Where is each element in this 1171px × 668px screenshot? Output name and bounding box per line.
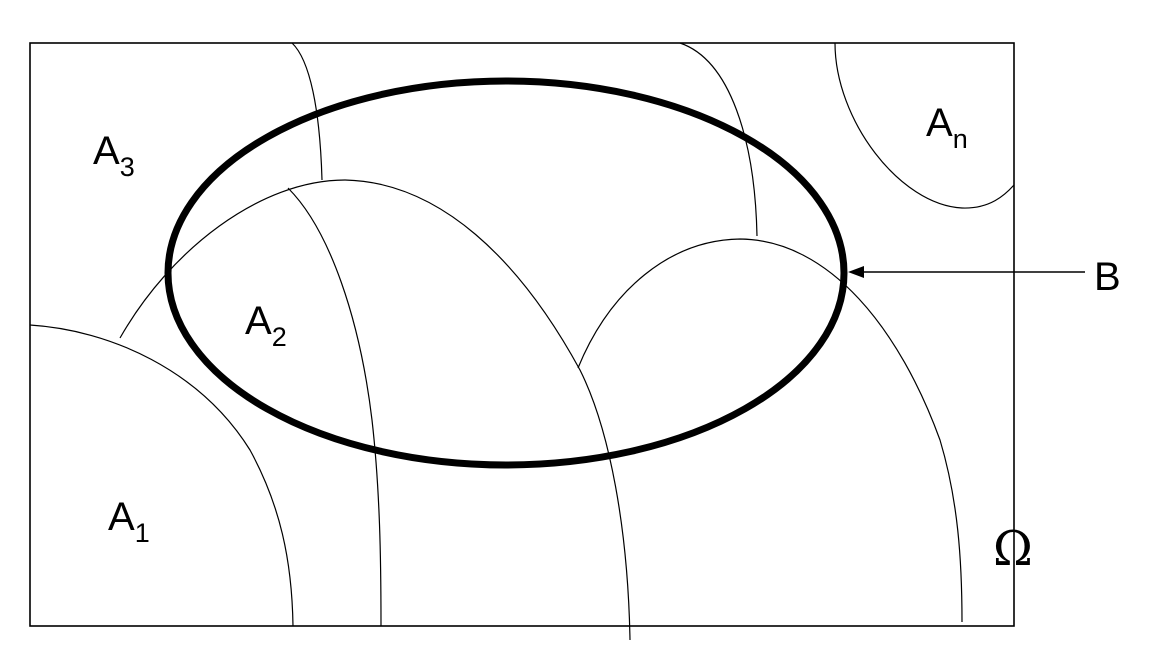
- label-a3: A3: [93, 129, 135, 182]
- event-b-arrow: [848, 266, 1085, 278]
- boundary-top-right: [679, 42, 758, 237]
- boundary-an: [834, 42, 1015, 209]
- label-a1: A1: [108, 495, 150, 548]
- boundary-hump: [577, 238, 963, 623]
- sample-space-rectangle: [29, 42, 1015, 627]
- label-omega: Ω: [993, 521, 1033, 577]
- boundary-a2-inner: [287, 187, 382, 627]
- boundary-a3: [291, 42, 323, 181]
- label-a2: A2: [245, 299, 287, 352]
- partition-boundaries: [29, 42, 1015, 641]
- event-b-ellipse: [164, 77, 848, 469]
- boundary-a2-arc: [119, 179, 631, 641]
- boundary-a1: [29, 324, 294, 627]
- label-an: An: [926, 101, 968, 154]
- label-b: B: [1094, 255, 1121, 299]
